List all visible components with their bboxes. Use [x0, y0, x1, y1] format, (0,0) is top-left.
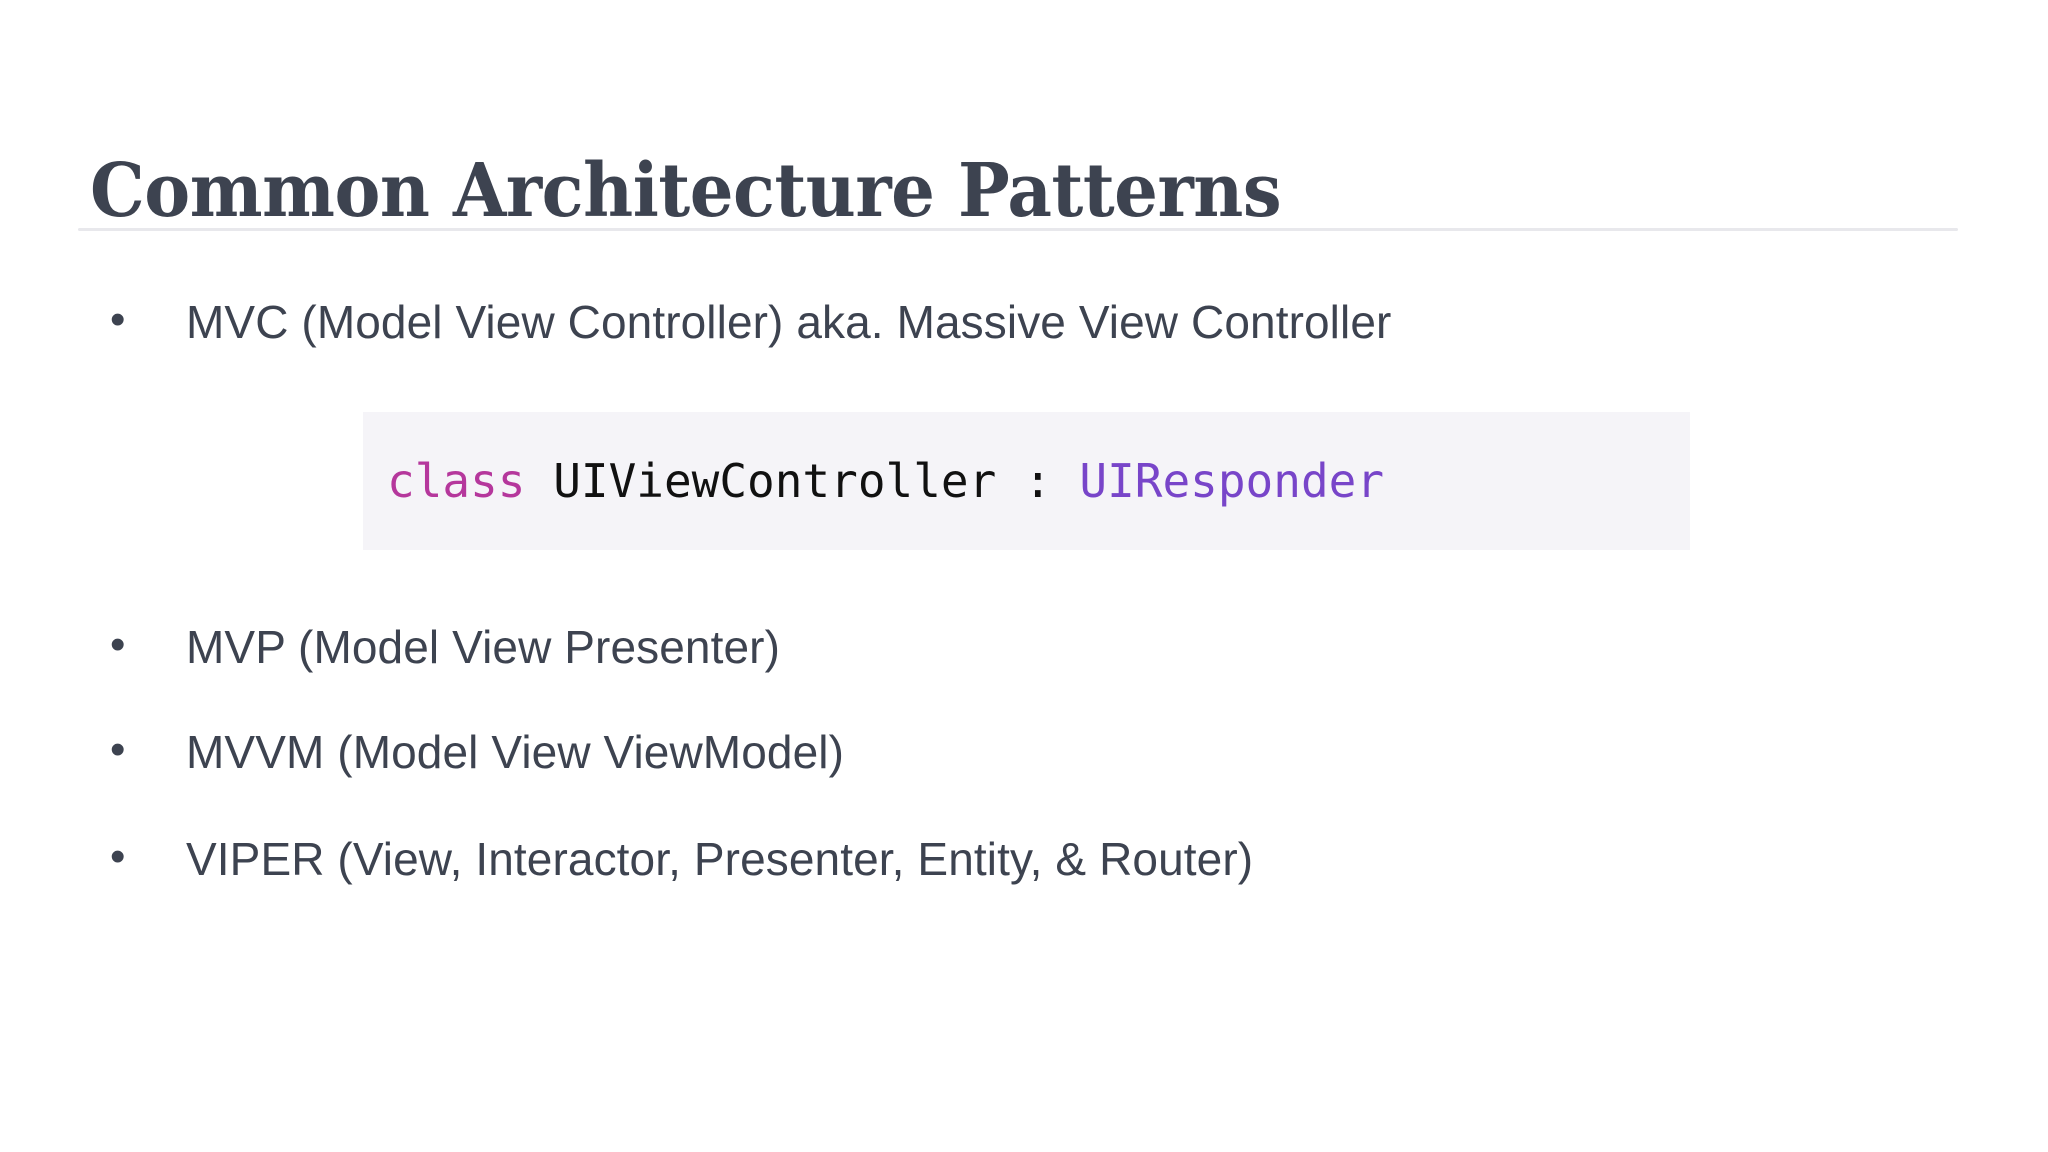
code-token-class-name: UIViewController: [553, 454, 997, 508]
code-token-colon: :: [996, 454, 1080, 508]
list-item-label: MVP (Model View Presenter): [186, 621, 781, 673]
bullet-point-icon: •: [110, 832, 126, 881]
code-token-space: [525, 454, 553, 508]
code-token-keyword: class: [387, 454, 526, 508]
bullet-point-icon: •: [110, 725, 126, 774]
list-item-label: MVC (Model View Controller) aka. Massive…: [186, 296, 1392, 348]
list-item-mvc: • MVC (Model View Controller) aka. Massi…: [110, 295, 1391, 349]
list-item-mvp: • MVP (Model View Presenter): [110, 620, 780, 674]
list-item-viper: • VIPER (View, Interactor, Presenter, En…: [110, 832, 1253, 886]
title-divider: [78, 228, 1958, 231]
code-token-super-type: UIResponder: [1079, 454, 1385, 508]
bullet-point-icon: •: [110, 295, 126, 344]
page-title: Common Architecture Patterns: [90, 147, 1282, 234]
code-snippet-block: class UIViewController : UIResponder: [363, 412, 1690, 550]
list-item-label: VIPER (View, Interactor, Presenter, Enti…: [186, 833, 1254, 885]
list-item-label: MVVM (Model View ViewModel): [186, 726, 844, 778]
list-item-mvvm: • MVVM (Model View ViewModel): [110, 725, 844, 779]
bullet-point-icon: •: [110, 620, 126, 669]
code-line: class UIViewController : UIResponder: [387, 452, 1384, 510]
